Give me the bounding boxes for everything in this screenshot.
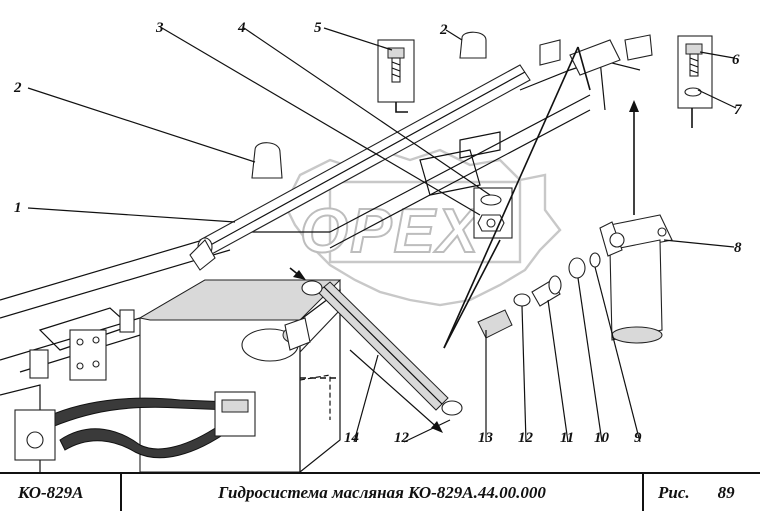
callout-8: 8 [734, 240, 742, 256]
callout-1: 1 [14, 200, 22, 216]
hose-clamp-bottom [441, 400, 463, 416]
main-oil-pipe [189, 64, 531, 271]
title-block: КО-829А Гидросистема масляная КО-829А.44… [0, 472, 760, 511]
callout-13: 13 [478, 430, 494, 446]
return-hose [301, 280, 463, 416]
pipe-clamps [251, 31, 487, 179]
assembly-arrows [289, 100, 639, 433]
hose-clamp-top [301, 280, 323, 296]
callout-numbers: 1 2 2 3 4 5 6 7 8 9 10 11 12 12 13 14 [13, 20, 742, 446]
chassis-frame [0, 231, 330, 472]
figure-ref: Рис. 89 [644, 474, 760, 511]
callout-5: 5 [314, 20, 322, 36]
callout-11: 11 [560, 430, 574, 446]
clamp-2a [251, 142, 283, 179]
figure-label: Рис. [658, 482, 690, 502]
top-bracket [569, 39, 621, 76]
callout-14: 14 [344, 430, 360, 446]
nut-inset [473, 187, 513, 239]
callout-10: 10 [594, 430, 610, 446]
fitting-13 [477, 309, 513, 339]
callout-2b: 2 [439, 22, 448, 38]
clamp-12 [513, 293, 531, 307]
bolt-inset-right [677, 35, 713, 128]
callout-7: 7 [734, 102, 742, 118]
leader-lines [27, 27, 737, 443]
bolt-inset-left [377, 39, 415, 113]
callout-12b: 12 [394, 430, 410, 446]
mounting-plate [69, 329, 107, 381]
drawing-title: Гидросистема масляная КО-829А.44.00.000 [122, 474, 644, 511]
hydraulic-hoses [14, 391, 256, 461]
clamp-2b [459, 31, 487, 59]
figure-number: 89 [717, 482, 735, 502]
model-code: КО-829А [0, 474, 122, 511]
hydraulic-system-drawing: OPEX [0, 20, 742, 472]
fittings-row [477, 252, 601, 339]
nut-10 [568, 257, 586, 279]
valve-block [214, 391, 256, 437]
callout-3: 3 [155, 20, 164, 36]
callout-4: 4 [237, 20, 246, 36]
oil-filter [599, 214, 673, 344]
callout-12a: 12 [518, 430, 534, 446]
ring-9 [589, 252, 601, 268]
callout-2a: 2 [13, 80, 22, 96]
bracket-left [29, 349, 49, 379]
filler-neck [284, 317, 311, 351]
callout-9: 9 [634, 430, 642, 446]
oil-tank [138, 279, 342, 472]
callout-6: 6 [732, 52, 740, 68]
